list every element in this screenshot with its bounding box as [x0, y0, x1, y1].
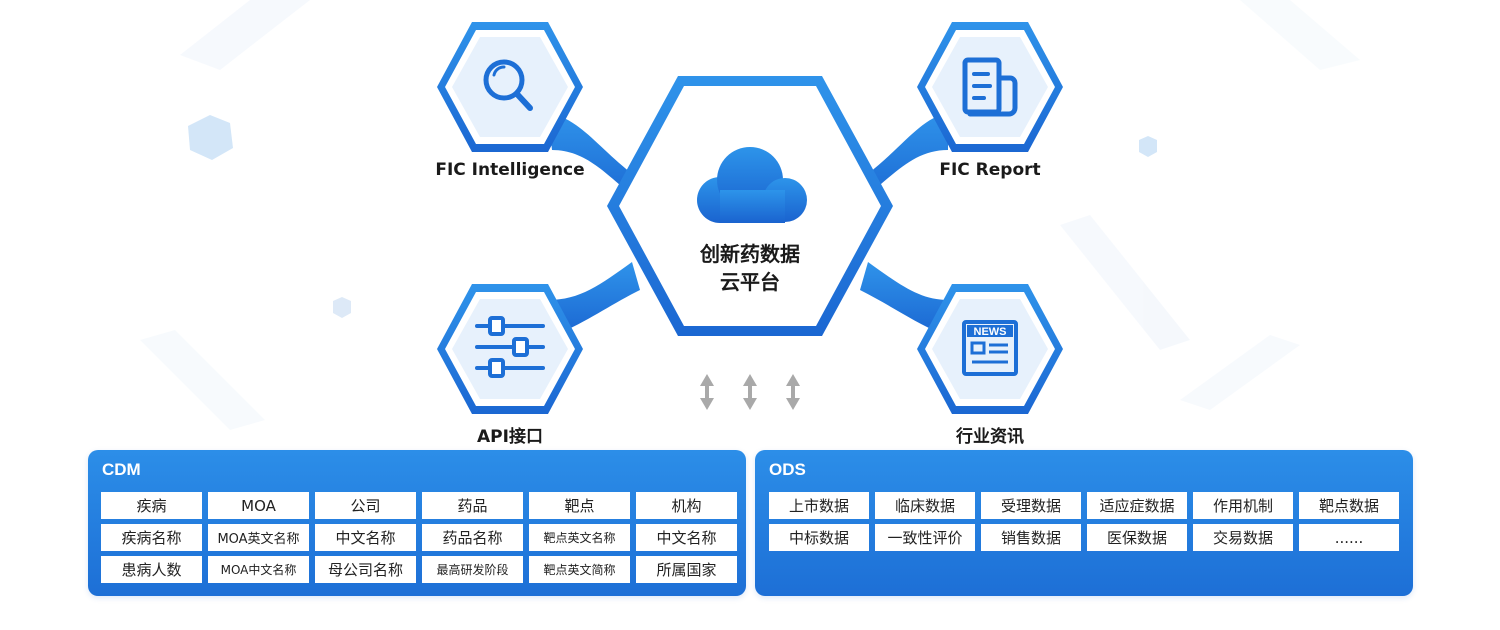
node-industry-news: NEWS — [917, 284, 1063, 414]
cdm-cell: MOA英文名称 — [208, 524, 309, 551]
cdm-cell: 疾病名称 — [101, 524, 202, 551]
cdm-panel-title: CDM — [102, 460, 141, 479]
cloud-icon — [697, 147, 807, 223]
cdm-grid: 疾病 MOA 公司 药品 靶点 机构 疾病名称 MOA英文名称 中文名称 药品名… — [101, 492, 737, 583]
cdm-cell: 母公司名称 — [315, 556, 416, 583]
api-label: API接口 — [477, 427, 543, 447]
news-icon: NEWS — [962, 320, 1018, 376]
cdm-cell: 最高研发阶段 — [422, 556, 523, 583]
double-arrow-icon — [786, 374, 800, 410]
node-fic-report — [917, 22, 1063, 152]
fic-report-label: FIC Report — [939, 160, 1041, 180]
center-node-label: 创新药数据 云平台 — [700, 240, 800, 296]
decor-hexagon-large — [188, 115, 233, 160]
ods-cell: 受理数据 — [981, 492, 1081, 519]
cdm-cell: 靶点 — [529, 492, 630, 519]
decor-hexagon-tiny — [1139, 136, 1157, 157]
double-arrow-icon — [743, 374, 757, 410]
center-node — [607, 76, 893, 336]
ods-grid: 上市数据 临床数据 受理数据 适应症数据 作用机制 靶点数据 中标数据 一致性评… — [769, 492, 1399, 551]
ods-cell: 适应症数据 — [1087, 492, 1187, 519]
ods-cell: 中标数据 — [769, 524, 869, 551]
cdm-cell: 疾病 — [101, 492, 202, 519]
diagram-canvas: NEWS — [140, 0, 1360, 430]
cdm-cell: 患病人数 — [101, 556, 202, 583]
node-api — [437, 284, 583, 414]
cdm-cell: 药品名称 — [422, 524, 523, 551]
double-arrow-icon — [700, 374, 714, 410]
cdm-cell: 靶点英文名称 — [529, 524, 630, 551]
ods-cell: 交易数据 — [1193, 524, 1293, 551]
ods-panel-title: ODS — [769, 460, 806, 479]
cdm-cell: MOA — [208, 492, 309, 519]
news-icon-text: NEWS — [974, 326, 1007, 338]
ods-cell: ...... — [1299, 524, 1399, 551]
decor-hexagon-small — [333, 297, 351, 318]
industry-news-label: 行业资讯 — [956, 427, 1024, 447]
report-icon — [962, 57, 1018, 117]
sliders-icon — [475, 316, 545, 378]
ods-cell: 一致性评价 — [875, 524, 975, 551]
center-label-line2: 云平台 — [720, 270, 780, 294]
cdm-cell: 公司 — [315, 492, 416, 519]
cdm-cell: MOA中文名称 — [208, 556, 309, 583]
ods-panel: ODS 上市数据 临床数据 受理数据 适应症数据 作用机制 靶点数据 中标数据 … — [755, 450, 1413, 596]
bidirectional-arrows — [700, 374, 800, 410]
fic-intelligence-label: FIC Intelligence — [435, 160, 585, 180]
cdm-cell: 靶点英文简称 — [529, 556, 630, 583]
node-fic-intelligence — [437, 22, 583, 152]
search-icon — [483, 59, 533, 111]
ods-cell: 靶点数据 — [1299, 492, 1399, 519]
ods-cell: 医保数据 — [1087, 524, 1187, 551]
cdm-cell: 药品 — [422, 492, 523, 519]
cdm-cell: 所属国家 — [636, 556, 737, 583]
ods-cell: 上市数据 — [769, 492, 869, 519]
background-decoration — [140, 0, 1360, 430]
center-label-line1: 创新药数据 — [700, 242, 800, 266]
cdm-cell: 机构 — [636, 492, 737, 519]
cdm-cell: 中文名称 — [636, 524, 737, 551]
cdm-panel: CDM 疾病 MOA 公司 药品 靶点 机构 疾病名称 MOA英文名称 中文名称… — [88, 450, 746, 596]
ods-cell: 临床数据 — [875, 492, 975, 519]
cdm-cell: 中文名称 — [315, 524, 416, 551]
ods-cell: 销售数据 — [981, 524, 1081, 551]
ods-cell: 作用机制 — [1193, 492, 1293, 519]
